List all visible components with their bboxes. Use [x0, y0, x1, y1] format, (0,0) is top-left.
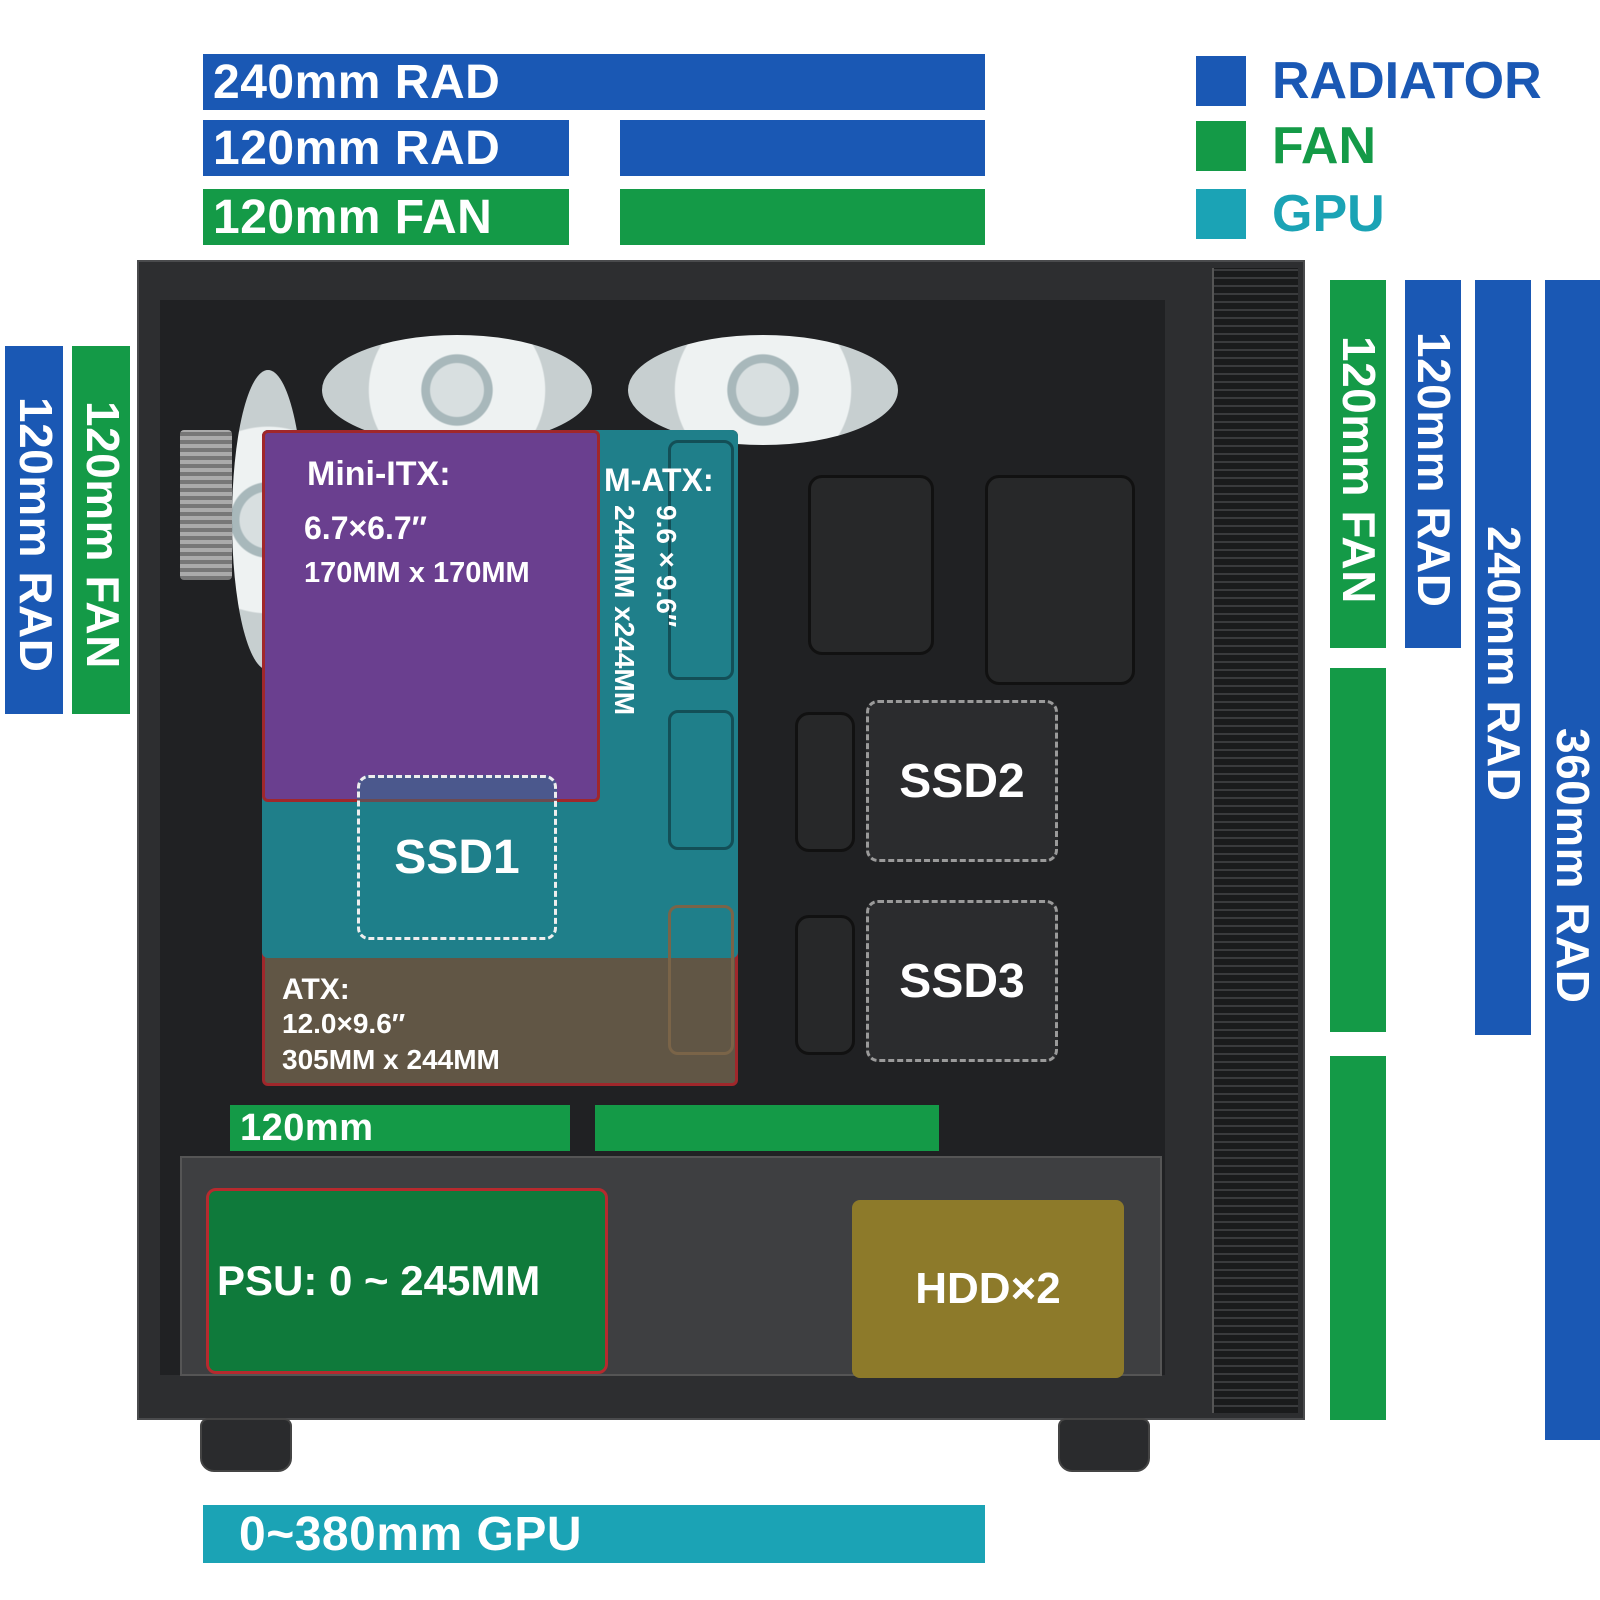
mini-itx-inch: 6.7×6.7″	[304, 510, 427, 546]
gpu-swatch	[1196, 189, 1246, 239]
top-120mm-rad-bar-second	[620, 120, 985, 176]
legend-label-radiator: RADIATOR	[1272, 52, 1542, 110]
tray-slot-second	[795, 915, 855, 1055]
top-120mm-rad-bar: 120mm RAD	[203, 120, 569, 176]
radiator-swatch	[1196, 56, 1246, 106]
fan-swatch	[1196, 121, 1246, 171]
hdd-bay: HDD×2	[852, 1200, 1124, 1378]
right-240mm-rad-bar: 240mm RAD	[1475, 280, 1531, 1035]
ssd2-bay: SSD2	[866, 700, 1058, 862]
atx-cutout	[668, 905, 734, 1055]
matx-inch: 9.6×9.6″	[651, 505, 682, 628]
mini-itx-zone	[262, 430, 600, 802]
mini-itx-title: Mini-ITX:	[307, 455, 451, 493]
case-foot-right	[1058, 1418, 1150, 1472]
legend-label-gpu: GPU	[1272, 185, 1385, 243]
matx-cutout	[668, 440, 734, 680]
right-120mm-fan-bar-third	[1330, 1056, 1386, 1420]
bottom-120mm-fan-bar: 120mm	[230, 1105, 570, 1151]
bottom-120mm-fan-bar-second	[595, 1105, 939, 1151]
mini-itx-mm: 170MM x 170MM	[304, 557, 530, 589]
matx-mm: 244MM x244MM	[609, 505, 640, 716]
rear-io-grill	[180, 430, 232, 580]
legend-gpu: GPU	[1196, 185, 1385, 243]
top-fan-icon	[322, 335, 592, 445]
legend-fan: FAN	[1196, 117, 1376, 175]
gpu-length-bar: 0~380mm GPU	[203, 1505, 985, 1563]
tray-slot	[795, 712, 855, 852]
tray-cutout-second	[985, 475, 1135, 685]
left-120mm-fan-bar: 120mm FAN	[72, 346, 130, 714]
front-mesh-panel	[1212, 268, 1298, 1413]
top-120mm-fan-bar-second	[620, 189, 985, 245]
top-fan-icon-second	[628, 335, 898, 445]
matx-title: M-ATX:	[604, 462, 714, 498]
ssd1-bay: SSD1	[357, 775, 557, 940]
psu-zone: PSU: 0 ~ 245MM	[206, 1188, 608, 1374]
legend-radiator: RADIATOR	[1196, 52, 1542, 110]
tray-cutout	[808, 475, 934, 655]
top-240mm-rad-bar: 240mm RAD	[203, 54, 985, 110]
ssd3-bay: SSD3	[866, 900, 1058, 1062]
matx-cutout-second	[668, 710, 734, 850]
case-foot-left	[200, 1418, 292, 1472]
atx-mm: 305MM x 244MM	[282, 1044, 500, 1075]
right-360mm-rad-bar: 360mm RAD	[1545, 280, 1600, 1440]
top-120mm-fan-bar: 120mm FAN	[203, 189, 569, 245]
left-120mm-rad-bar: 120mm RAD	[5, 346, 63, 714]
right-120mm-fan-bar: 120mm FAN	[1330, 280, 1386, 648]
right-120mm-rad-bar: 120mm RAD	[1405, 280, 1461, 648]
atx-inch: 12.0×9.6″	[282, 1008, 406, 1039]
right-120mm-fan-bar-second	[1330, 668, 1386, 1032]
legend-label-fan: FAN	[1272, 117, 1376, 175]
atx-title: ATX:	[282, 973, 350, 1006]
